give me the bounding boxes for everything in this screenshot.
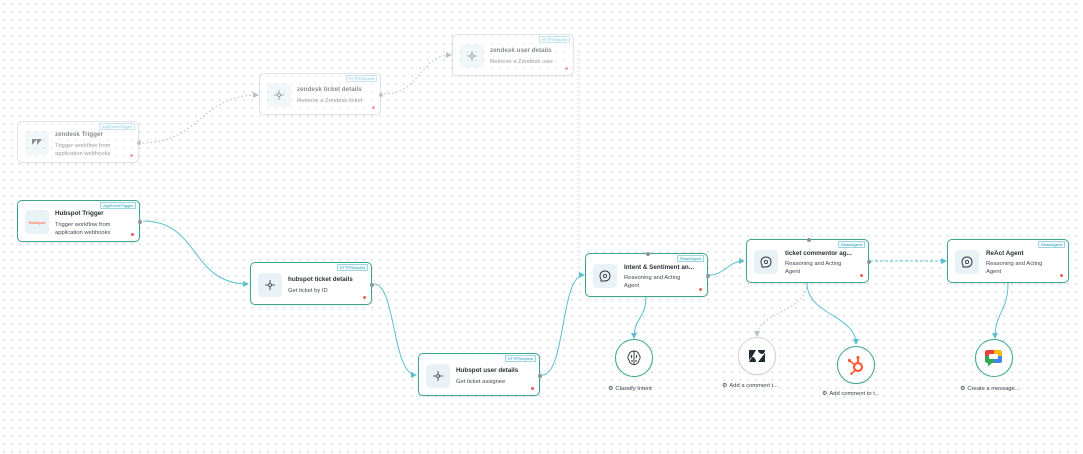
edge-commentor-to-hubspot: [806, 282, 859, 345]
node-ticket-commentor-agent[interactable]: ReactAgent ticket commentor ag... Reason…: [746, 238, 871, 283]
tool-google-chat-create-message[interactable]: [975, 339, 1013, 377]
node-title: ReAct Agent: [986, 250, 1024, 257]
google-chat-icon: [985, 350, 1002, 367]
node-type-badge: AppEventTrigger: [99, 123, 135, 130]
output-port[interactable]: [370, 283, 374, 287]
hubspot-logo-text: HubSpot: [28, 219, 46, 225]
output-port[interactable]: [379, 93, 383, 97]
agent-icon: [593, 264, 617, 288]
node-title: hubspot ticket details: [288, 276, 353, 283]
node-intent-sentiment-agent[interactable]: ReactAgent Intent & Sentiment an... Reas…: [585, 252, 710, 297]
edge-zendesk-trigger-to-ticket: [141, 92, 259, 144]
tool-classify-intent[interactable]: [615, 339, 653, 377]
brain-icon: [627, 350, 641, 365]
tool-hubspot-add-comment[interactable]: [837, 346, 875, 384]
node-description: Get ticket assignee: [456, 379, 506, 385]
zendesk-logo-icon: [25, 131, 49, 155]
node-description: Trigger workflow from application webhoo…: [55, 143, 111, 157]
hubspot-logo-icon: HubSpot: [25, 210, 49, 234]
tool-wrench-icon: ⚙: [822, 391, 828, 397]
node-title: Intent & Sentiment an...: [624, 264, 694, 271]
node-type-badge: ReactAgent: [838, 241, 865, 248]
node-type-badge: ReactAgent: [1038, 241, 1065, 248]
http-request-icon: [460, 44, 484, 68]
agent-icon: [955, 250, 979, 274]
node-title: ticket commentor ag...: [785, 250, 852, 257]
error-indicator: [130, 154, 133, 157]
node-hubspot-trigger[interactable]: AppEventTrigger HubSpot Hubspot Trigger …: [17, 200, 142, 242]
node-title: zendesk user details: [490, 47, 552, 54]
error-indicator: [860, 274, 863, 277]
edge-zendesk-ticket-to-user: [383, 52, 452, 95]
output-port[interactable]: [138, 220, 142, 224]
error-indicator: [1060, 274, 1063, 277]
node-zendesk-ticket-details[interactable]: HTTPRequest zendesk ticket details Retri…: [259, 73, 383, 115]
node-zendesk-trigger[interactable]: AppEventTrigger zendesk Trigger Trigger …: [17, 121, 141, 163]
tool-wrench-icon: ⚙: [608, 386, 614, 392]
node-description: Reasoning and Acting Agent: [785, 261, 842, 275]
tool-label-text: Add a comment t...: [729, 382, 779, 389]
node-react-agent[interactable]: ReactAgent ReAct Agent Reasoning and Act…: [947, 239, 1069, 283]
node-description: Trigger workflow from application webhoo…: [55, 222, 111, 236]
http-request-icon: [267, 83, 291, 107]
tool-label-text: Classify Intent: [615, 385, 652, 392]
node-type-badge: HTTPRequest: [336, 264, 368, 271]
output-port[interactable]: [706, 274, 710, 278]
edge-hubspot-trigger-to-ticket: [142, 220, 249, 287]
edge-react-to-chat: [992, 282, 1009, 339]
node-type-badge: AppEventTrigger: [100, 202, 136, 209]
http-request-icon: [258, 273, 282, 297]
hubspot-icon: [847, 355, 864, 375]
http-request-icon: [426, 364, 450, 388]
error-indicator: [372, 106, 375, 109]
zendesk-icon: [749, 350, 765, 362]
node-description: Reasoning and Acting Agent: [624, 275, 681, 289]
agent-icon: [754, 250, 778, 274]
tool-label-classify: ⚙ Classify Intent: [608, 385, 652, 393]
node-type-badge: HTTPRequest: [345, 75, 377, 82]
top-port[interactable]: [807, 238, 811, 242]
node-description: Retrieve a Zendesk user: [490, 59, 554, 65]
edge-intent-to-classify: [631, 296, 647, 339]
node-title: Hubspot user details: [456, 367, 519, 374]
node-hubspot-user-details[interactable]: HTTPRequest Hubspot user details Get tic…: [418, 353, 542, 396]
top-port[interactable]: [646, 252, 650, 256]
tool-label-hubspot: ⚙ Add comment to t...: [822, 390, 880, 398]
tool-label-text: Add comment to t...: [829, 390, 880, 397]
node-zendesk-user-details[interactable]: HTTPRequest zendesk user details Retriev…: [452, 34, 574, 76]
edge-hubspot-user-to-intent: [541, 272, 585, 376]
tool-label-zendesk: ⚙ Add a comment t...: [722, 382, 779, 390]
error-indicator: [565, 67, 568, 70]
edge-hubspot-ticket-to-user: [373, 283, 417, 378]
node-type-badge: ReactAgent: [677, 255, 704, 262]
output-port[interactable]: [867, 260, 871, 264]
error-indicator: [531, 387, 534, 390]
edge-commentor-to-zendesk: [754, 282, 808, 337]
node-description: Get ticket by ID: [288, 288, 328, 294]
output-port[interactable]: [538, 374, 542, 378]
error-indicator: [131, 233, 134, 236]
node-type-badge: HTTPRequest: [504, 355, 536, 362]
tool-label-text: Create a message...: [967, 385, 1020, 392]
tool-label-chat: ⚙ Create a message...: [960, 385, 1020, 393]
node-description: Reasoning and Acting Agent: [986, 261, 1043, 275]
node-description: Retrieve a Zendesk ticket: [297, 98, 363, 104]
node-hubspot-ticket-details[interactable]: HTTPRequest hubspot ticket details Get t…: [250, 262, 374, 305]
node-title: zendesk ticket details: [297, 86, 362, 93]
output-port[interactable]: [137, 141, 141, 145]
edge-intent-to-commentor: [708, 258, 745, 276]
node-type-badge: HTTPRequest: [538, 36, 570, 43]
error-indicator: [363, 296, 366, 299]
tool-wrench-icon: ⚙: [722, 383, 728, 389]
error-indicator: [699, 288, 702, 291]
node-title: zendesk Trigger: [55, 131, 103, 138]
node-title: Hubspot Trigger: [55, 210, 104, 217]
tool-wrench-icon: ⚙: [960, 386, 966, 392]
tool-zendesk-add-comment[interactable]: [738, 337, 776, 375]
